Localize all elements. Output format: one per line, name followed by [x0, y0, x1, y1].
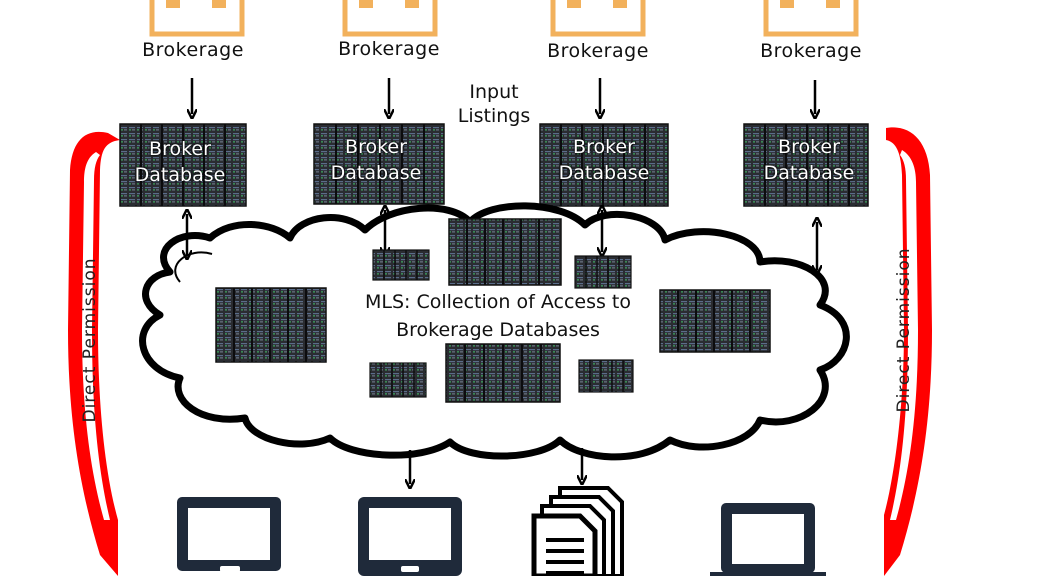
- documents-icon: [531, 486, 624, 576]
- cloud-label: MLS: Collection of Access to Brokerage D…: [318, 288, 678, 344]
- building-icon: [149, 0, 245, 37]
- server-rack-icon: [313, 123, 445, 205]
- broker-database-label: Broker Database: [316, 134, 436, 186]
- broker-database-line1: Broker: [345, 136, 407, 158]
- building-icon: [550, 0, 646, 37]
- server-rack-icon: [659, 289, 771, 353]
- broker-database-line2: Database: [763, 162, 855, 184]
- server-rack-icon: [372, 249, 430, 281]
- cloud-label-line2: Brokerage Databases: [396, 319, 600, 341]
- laptop-icon: [710, 503, 826, 576]
- broker-database-line1: Broker: [149, 138, 211, 160]
- input-listings-line2: Listings: [457, 105, 531, 127]
- server-rack-icon: [574, 255, 632, 289]
- monitor-icon: [177, 497, 281, 572]
- brokerage-label: Brokerage: [547, 40, 649, 62]
- tablet-icon: [358, 497, 462, 576]
- left-permission-band: [68, 131, 120, 576]
- server-rack-icon: [215, 287, 327, 363]
- right-permission-band: [884, 127, 932, 576]
- broker-database-line2: Database: [330, 162, 422, 184]
- brokerage-label: Brokerage: [142, 39, 244, 61]
- brokerage-label: Brokerage: [338, 38, 440, 60]
- broker-database-line1: Broker: [573, 136, 635, 158]
- direct-permission-left-label: Direct Permission: [80, 257, 100, 423]
- brokerage-label: Brokerage: [760, 40, 862, 62]
- input-listings-line1: Input: [469, 81, 519, 103]
- server-rack-icon: [743, 123, 869, 207]
- building-icon: [763, 0, 859, 37]
- broker-database-label: Broker Database: [544, 134, 664, 186]
- broker-database-line2: Database: [558, 162, 650, 184]
- direct-permission-right-label: Direct Permission: [894, 247, 914, 413]
- broker-database-line2: Database: [134, 164, 226, 186]
- building-icon: [342, 0, 438, 37]
- server-rack-icon: [119, 123, 247, 207]
- server-rack-icon: [578, 359, 634, 393]
- input-listings-label: Input Listings: [434, 80, 554, 128]
- broker-database-label: Broker Database: [120, 136, 240, 188]
- server-rack-icon: [445, 343, 561, 403]
- broker-database-label: Broker Database: [749, 134, 869, 186]
- cloud-label-line1: MLS: Collection of Access to: [364, 291, 631, 313]
- server-rack-icon: [369, 362, 427, 398]
- server-rack-icon: [448, 218, 562, 286]
- broker-database-line1: Broker: [778, 136, 840, 158]
